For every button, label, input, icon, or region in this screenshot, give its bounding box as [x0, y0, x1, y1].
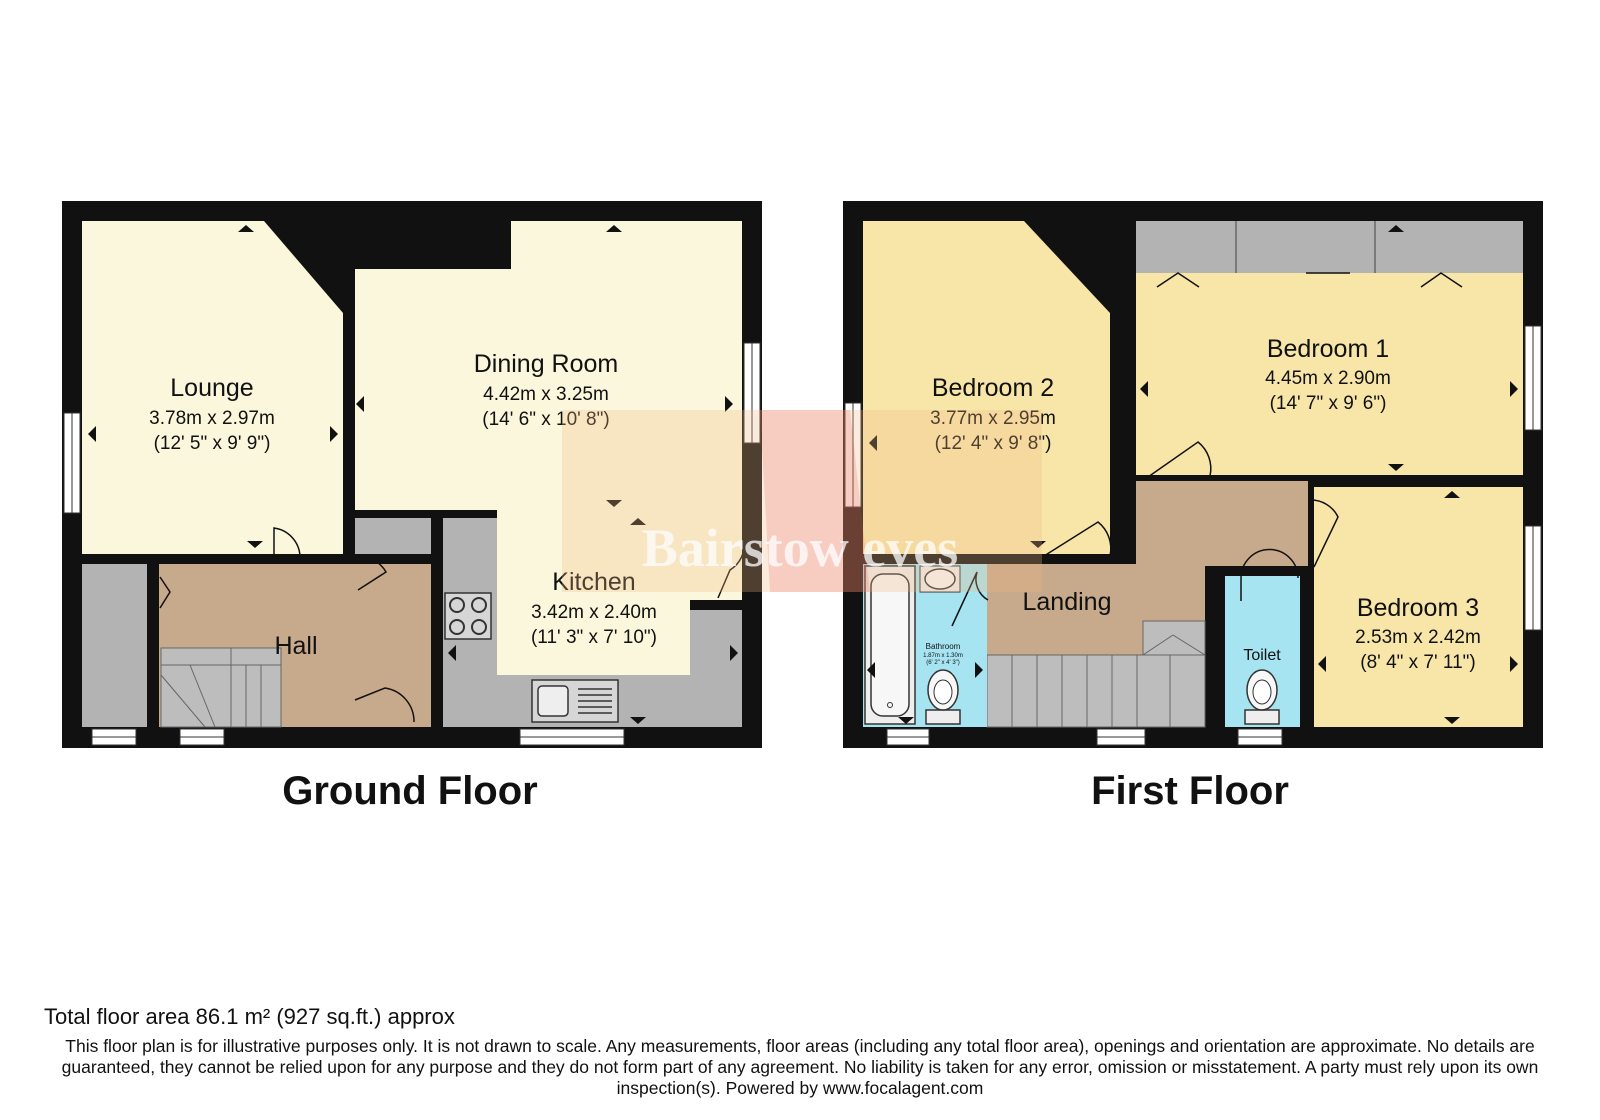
disclaimer-text: This floor plan is for illustrative purp… [61, 1036, 1539, 1098]
ground-floor-doors [159, 527, 746, 723]
bathroom-metric: 1.87m x 1.30m [923, 653, 963, 659]
bedroom-1-metric: 4.45m x 2.90m [1265, 368, 1391, 389]
bathroom-wc-icon [925, 669, 961, 725]
bedroom-1-name: Bedroom 1 [1267, 335, 1389, 363]
ground-floor-arrows [88, 225, 738, 724]
total-floor-area: Total floor area 86.1 m² (927 sq.ft.) ap… [44, 1004, 455, 1029]
ground-floor-plan: Lounge 3.78m x 2.97m (12' 5" x 9' 9") Di… [62, 201, 762, 813]
bathroom-basin-icon [919, 565, 961, 593]
bedroom-1-imperial: (14' 7" x 9' 6") [1270, 393, 1387, 414]
ground-floor-windows [63, 342, 761, 746]
landing-area [987, 481, 1308, 655]
floor-plan-drawing: Lounge 3.78m x 2.97m (12' 5" x 9' 9") Di… [62, 201, 1543, 813]
ground-floor-stairs [160, 647, 282, 728]
bedroom-2-name: Bedroom 2 [932, 374, 1054, 402]
bath-icon [864, 565, 916, 725]
bedroom-1-wardrobes [1136, 221, 1523, 273]
first-floor-windows [844, 325, 1542, 746]
lounge-metric: 3.78m x 2.97m [149, 408, 275, 429]
toilet-wc-icon [1244, 669, 1280, 725]
bathroom-name: Bathroom [926, 642, 961, 651]
dining-room-metric: 4.42m x 3.25m [483, 384, 609, 405]
lounge-imperial: (12' 5" x 9' 9") [154, 433, 271, 454]
ground-floor-title: Ground Floor [282, 769, 538, 813]
kitchen-imperial: (11' 3" x 7' 10") [531, 627, 657, 648]
kitchen-worktop-right [690, 610, 742, 727]
understairs-cupboard [82, 564, 147, 727]
bedroom-2-imperial: (12' 4" x 9' 8") [935, 433, 1052, 454]
bedroom-1-area [1136, 273, 1523, 475]
bedroom-3-area [1314, 487, 1523, 727]
first-floor-title: First Floor [1091, 769, 1289, 813]
lounge-name: Lounge [170, 374, 253, 402]
dining-room-area [355, 221, 742, 512]
wardrobe-divisions [1235, 221, 1376, 273]
bedroom-2-metric: 3.77m x 2.95m [930, 408, 1056, 429]
hob-icon [444, 592, 492, 640]
kitchen-metric: 3.42m x 2.40m [531, 602, 657, 623]
bedroom-2-area [863, 221, 1110, 554]
agent-watermark-logo: Bairstow eves [562, 410, 1042, 592]
bedroom-3-metric: 2.53m x 2.42m [1355, 627, 1481, 648]
sink-icon [531, 679, 619, 723]
dining-room-imperial: (14' 6" x 10' 8") [482, 409, 609, 430]
toilet-name: Toilet [1243, 647, 1281, 664]
first-floor-doors [951, 272, 1463, 627]
first-floor-stairs [986, 620, 1206, 728]
watermark-text: Bairstow eves [642, 518, 958, 578]
bedroom-3-name: Bedroom 3 [1357, 594, 1479, 622]
hall-name: Hall [274, 632, 317, 660]
hall-cupboard [355, 518, 431, 554]
landing-name: Landing [1023, 588, 1112, 616]
bathroom-imperial: (6' 2" x 4' 3") [926, 660, 960, 666]
lounge-area [82, 221, 343, 554]
dining-room-name: Dining Room [474, 350, 619, 378]
first-floor-plan: Bedroom 2 3.77m x 2.95m (12' 4" x 9' 8")… [843, 201, 1543, 813]
first-floor-arrows [867, 225, 1518, 724]
kitchen-area [497, 462, 742, 675]
bedroom-3-imperial: (8' 4" x 7' 11") [1360, 652, 1475, 673]
kitchen-name: Kitchen [552, 568, 635, 596]
